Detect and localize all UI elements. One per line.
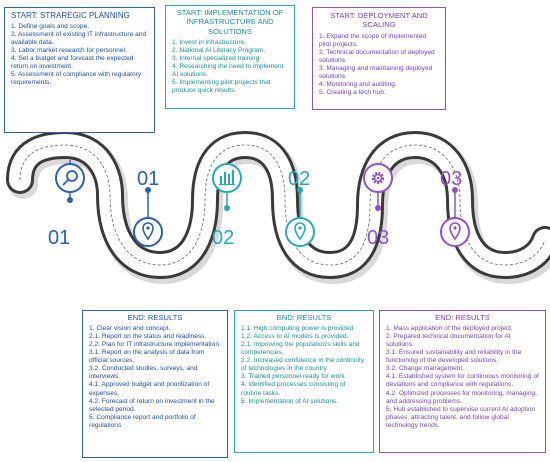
- list-item: 4. Monitoring and auditing.: [319, 80, 397, 88]
- stage3-end-box: END: RESULTS 1. Mass application of the …: [379, 310, 546, 453]
- stage2-pin-marker: [285, 187, 315, 247]
- stage3-number-top: 03: [440, 168, 462, 190]
- list-item: 2. Assessment of existing IT infrastruct…: [11, 30, 147, 46]
- list-item: 4. Set a budget and forecast the expecte…: [11, 54, 134, 70]
- stage3-icon-marker: [363, 163, 393, 211]
- stage1-pin-marker: [133, 187, 163, 247]
- list-item: 1. Clear vision and concept.: [89, 325, 171, 333]
- bar-chart-icon: [219, 170, 235, 186]
- stage3-end-title: END: RESULTS: [435, 313, 490, 322]
- list-item: 4.1. Approved budget and prioritization …: [89, 381, 210, 397]
- stage2-start-list: 1. Invest in infrastructure. 2. National…: [172, 39, 288, 95]
- list-item: 3. Managing and maintaining deployed sol…: [319, 64, 433, 80]
- stage2-end-title: END: RESULTS: [276, 313, 332, 322]
- list-item: 2.2. Increased confidence in the continu…: [241, 357, 365, 373]
- list-item: 3. Trained personnel ready for work.: [241, 373, 347, 381]
- stage1-number-bottom: 01: [48, 227, 70, 249]
- list-item: 4.2. Optimized processes for monitoring,…: [386, 389, 537, 405]
- list-item: 5. Hub established to supervise current …: [386, 405, 536, 429]
- list-item: 3. Labor market research for personnel.: [11, 46, 127, 54]
- list-item: 2. National AI Literacy Program.: [172, 46, 266, 54]
- list-item: 3.2. Change management.: [386, 365, 465, 373]
- list-item: 2.2. Plan for IT infrastructure implemen…: [89, 341, 221, 349]
- search-icon: [62, 170, 78, 186]
- stage3-start-list: 1. Expand the scope of implemented pilot…: [319, 33, 439, 97]
- list-item: 3.1. Ensured sustainability and reliabil…: [386, 349, 522, 365]
- list-item: 1. Define goals and scope.: [11, 22, 90, 30]
- stage2-end-box: END: RESULTS 1.1. High computing power i…: [234, 310, 374, 453]
- list-item: 2. Technical documentation of deployed s…: [319, 48, 435, 64]
- list-item: 5. Implementing pilot projects that prod…: [172, 78, 271, 94]
- list-item: 1. Expand the scope of implemented pilot…: [319, 32, 427, 48]
- location-pin-icon: [294, 222, 306, 241]
- list-item: 5. Creating a tech hub.: [319, 88, 386, 96]
- list-item: 3. Internal specialized training: [172, 54, 260, 62]
- list-item: 5. Compliance report and portfolio of re…: [89, 413, 196, 429]
- location-pin-icon: [142, 222, 154, 241]
- list-item: 1.2. Access to AI models is provided.: [241, 333, 349, 341]
- list-item: 1. Mass application of the deployed proj…: [386, 325, 513, 333]
- stage2-icon-marker: [212, 163, 242, 211]
- list-item: 4.1. Established system for continuous m…: [386, 373, 539, 389]
- list-item: 1. Invest in infrastructure.: [172, 38, 247, 46]
- list-item: 5. Assessment of compliance with regulat…: [11, 70, 142, 86]
- list-item: 2.1. Report on the status and readiness.: [89, 333, 207, 341]
- stage2-start-box: START: IMPLEMENTATION OF INFRASTRUCTURE …: [165, 5, 295, 109]
- road-center-line: [19, 144, 546, 266]
- list-item: 4. Researching the need to implement AI …: [172, 62, 284, 78]
- location-pin-icon: [449, 222, 461, 241]
- stage2-end-list: 1.1. High computing power is provided. 1…: [241, 325, 367, 405]
- stage2-number-bottom: 02: [212, 227, 234, 249]
- list-item: 3.2. Conducted studies, surveys, and int…: [89, 365, 198, 381]
- stage2-number-top: 02: [288, 168, 310, 190]
- stage1-end-title: END: RESULTS: [127, 313, 183, 322]
- stage1-start-box: START: STRAREGIC PLANNING 1. Define goal…: [4, 7, 155, 133]
- stage1-number-top: 01: [137, 168, 159, 190]
- list-item: 2. Prepared technical documentation for …: [386, 333, 511, 349]
- gear-icon: [371, 171, 385, 185]
- stage3-pin-marker: [440, 187, 470, 247]
- stage2-start-title: START: IMPLEMENTATION OF INFRASTRUCTURE …: [176, 8, 284, 36]
- stage1-end-box: END: RESULTS 1. Clear vision and concept…: [82, 310, 228, 458]
- list-item: 2.1. Improving the population's skills a…: [241, 341, 360, 357]
- stage3-number-bottom: 03: [367, 227, 389, 249]
- stage3-start-title: START: DEPLOYMENT AND SCALING: [330, 11, 428, 30]
- list-item: 4. Identified processes consisting of ro…: [241, 381, 346, 397]
- stage3-start-box: START: DEPLOYMENT AND SCALING 1. Expand …: [312, 7, 446, 110]
- stage1-end-list: 1. Clear vision and concept. 2.1. Report…: [89, 325, 221, 429]
- stage1-icon-marker: [55, 160, 85, 203]
- stage3-end-list: 1. Mass application of the deployed proj…: [386, 325, 539, 429]
- stage1-start-title: START: STRAREGIC PLANNING: [11, 11, 130, 20]
- stage1-start-list: 1. Define goals and scope. 2. Assessment…: [11, 23, 148, 87]
- list-item: 3.1. Report on the analysis of data from…: [89, 349, 205, 365]
- list-item: 5. Implementation of AI solutions.: [241, 397, 339, 405]
- list-item: 1.1. High computing power is provided.: [241, 325, 355, 333]
- list-item: 4.2. Forecast of return on investment in…: [89, 397, 215, 413]
